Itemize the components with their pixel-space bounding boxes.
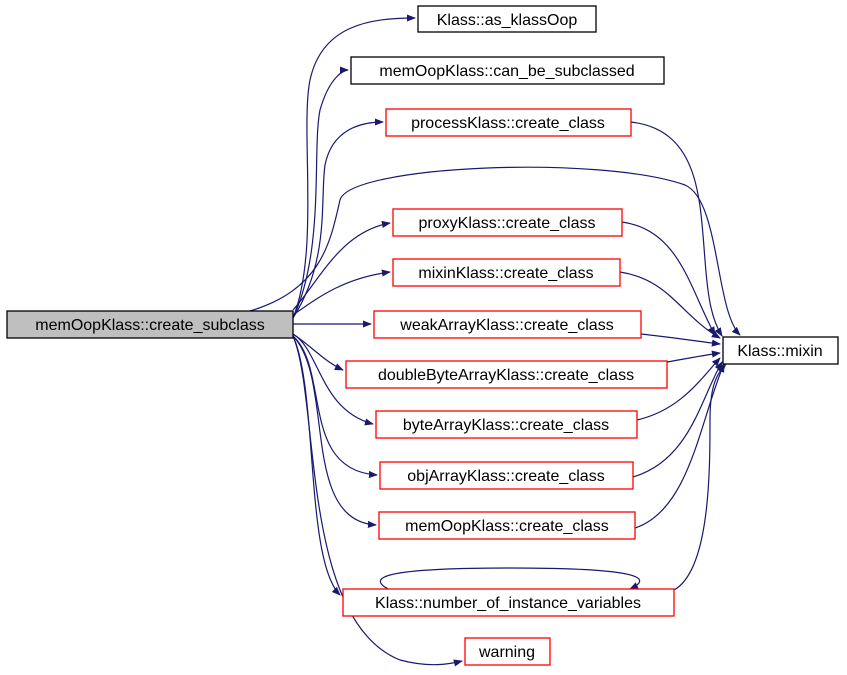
node-root[interactable]: memOopKlass::create_subclass [6, 310, 294, 339]
edge-root-obj-create [292, 335, 378, 479]
edge-mixinc-mixin [619, 271, 721, 339]
edge-weak-mixin [640, 333, 721, 347]
edge-root-byte-create [292, 333, 374, 426]
node-byte-create[interactable]: byteArrayKlass::create_class [375, 410, 638, 439]
node-weak-create-label: weakArrayKlass::create_class [399, 317, 613, 334]
node-process-create-label: processKlass::create_class [411, 115, 605, 132]
node-dbyte-create-label: doubleByteArrayKlass::create_class [378, 367, 634, 384]
node-memoop-create-label: memOopKlass::create_class [405, 518, 609, 535]
node-root-label: memOopKlass::create_subclass [35, 317, 264, 334]
edge-byte-mixin [636, 357, 721, 421]
node-mixin[interactable]: Klass::mixin [722, 336, 839, 365]
node-mixin-label: Klass::mixin [737, 343, 822, 360]
edge-dbyte-mixin [666, 350, 721, 363]
node-can-be-subclassed[interactable]: memOopKlass::can_be_subclassed [350, 56, 665, 85]
node-as-klassoop[interactable]: Klass::as_klassOop [417, 5, 597, 33]
node-mixin-create[interactable]: mixinKlass::create_class [392, 258, 621, 287]
edge-root-can-be-subclassed [292, 66, 349, 319]
edge-obj-mixin [632, 361, 723, 478]
node-warning[interactable]: warning [464, 637, 551, 666]
edge-root-mixin-create [292, 269, 391, 316]
node-as-klassoop-label: Klass::as_klassOop [437, 12, 578, 29]
edge-root-num-inst-vars [292, 335, 341, 596]
edge-process-mixin [630, 121, 723, 337]
node-proxy-create-label: proxyKlass::create_class [419, 215, 596, 232]
edge-numvars-mixin [673, 363, 727, 591]
edge-root-as-klassoop [292, 14, 416, 319]
node-num-inst-vars[interactable]: Klass::number_of_instance_variables [342, 588, 675, 617]
edge-root-process-create [292, 118, 384, 319]
node-mixin-create-label: mixinKlass::create_class [418, 265, 593, 282]
edge-root-proxy-create [292, 220, 391, 311]
node-weak-create[interactable]: weakArrayKlass::create_class [373, 310, 642, 339]
edge-memoop-mixin [634, 363, 725, 529]
edge-numvars-self-loop [379, 567, 641, 591]
edge-root-memoop-create [292, 335, 377, 529]
node-obj-create-label: objArrayKlass::create_class [407, 468, 604, 485]
node-dbyte-create[interactable]: doubleByteArrayKlass::create_class [345, 360, 668, 389]
node-obj-create[interactable]: objArrayKlass::create_class [379, 461, 634, 490]
node-memoop-create[interactable]: memOopKlass::create_class [378, 511, 636, 540]
node-process-create[interactable]: processKlass::create_class [385, 108, 632, 137]
edge-root-mixin-direct [249, 166, 741, 336]
node-num-inst-vars-label: Klass::number_of_instance_variables [375, 595, 641, 612]
node-proxy-create[interactable]: proxyKlass::create_class [392, 208, 623, 237]
node-byte-create-label: byteArrayKlass::create_class [403, 417, 609, 434]
node-warning-label: warning [478, 644, 535, 661]
edge-proxy-mixin [621, 221, 716, 336]
node-can-be-subclassed-label: memOopKlass::can_be_subclassed [379, 63, 634, 80]
